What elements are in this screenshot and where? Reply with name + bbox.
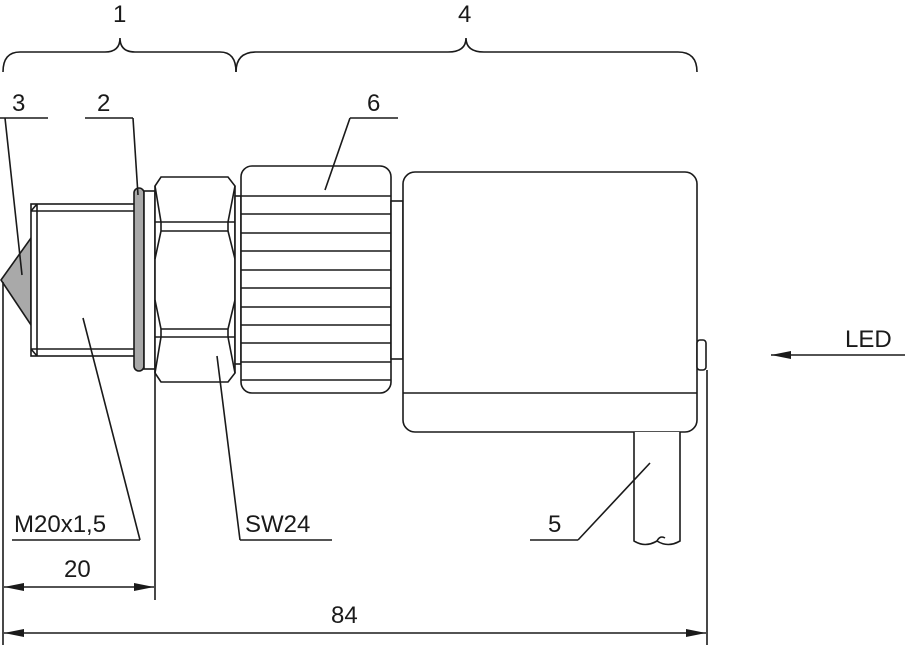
dim-84-label: 84 (331, 602, 358, 629)
dim-20-label: 20 (64, 556, 91, 583)
cable (633, 432, 681, 546)
item-2-label: 2 (97, 90, 110, 117)
item-3-label: 3 (12, 90, 25, 117)
thread-label: M20x1,5 (14, 511, 106, 538)
knurled-nut (240, 165, 392, 394)
item-5-label: 5 (548, 511, 561, 538)
brace-4-label: 4 (458, 1, 471, 28)
brace-4 (235, 37, 698, 73)
spacer (234, 195, 242, 365)
brace-1-label: 1 (113, 1, 126, 28)
led-label: LED (845, 326, 892, 353)
thread-body (30, 203, 136, 357)
item-6-label: 6 (367, 90, 380, 117)
brace-1 (2, 37, 237, 73)
led-window (696, 339, 707, 371)
leader-lines (0, 117, 651, 541)
wrench-size-label: SW24 (245, 511, 310, 538)
sensor-tip (0, 235, 32, 328)
housing (402, 171, 698, 433)
washer (143, 190, 156, 370)
hex-nut (154, 176, 236, 383)
o-ring (133, 187, 145, 372)
connector-neck (390, 200, 404, 360)
extension-lines (2, 282, 708, 645)
